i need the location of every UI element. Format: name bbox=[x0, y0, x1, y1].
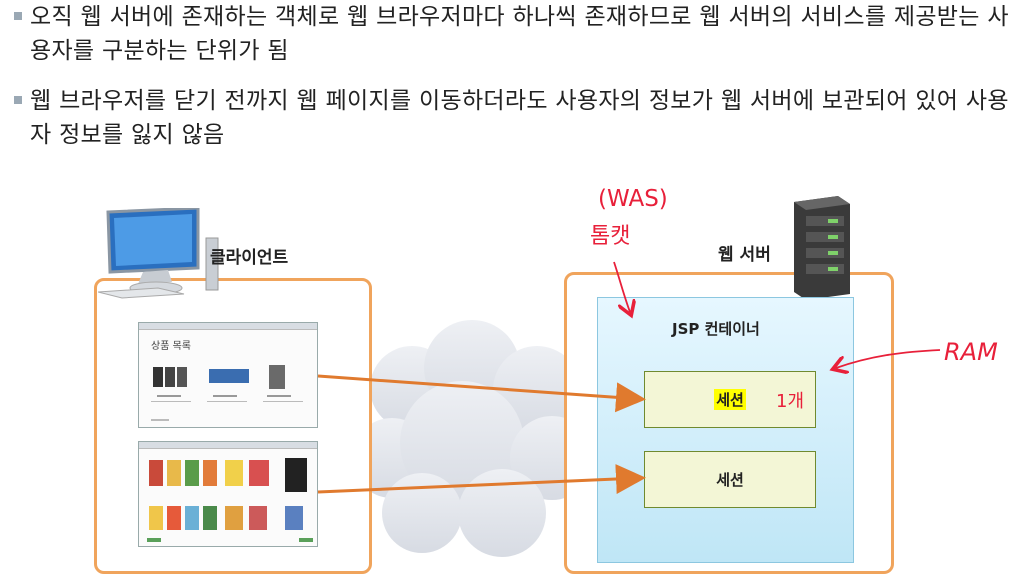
handwritten-arrow-was bbox=[614, 262, 630, 312]
handwritten-one: 1개 bbox=[776, 387, 804, 413]
handwritten-was: (WAS) bbox=[598, 186, 668, 212]
handwritten-tomcat: 톰캣 bbox=[590, 218, 630, 250]
arrow-browser2-to-session2 bbox=[318, 478, 640, 492]
handwritten-ram: RAM bbox=[944, 338, 998, 366]
arrow-browser1-to-session1 bbox=[318, 376, 640, 399]
handwritten-arrow-ram bbox=[836, 350, 940, 368]
